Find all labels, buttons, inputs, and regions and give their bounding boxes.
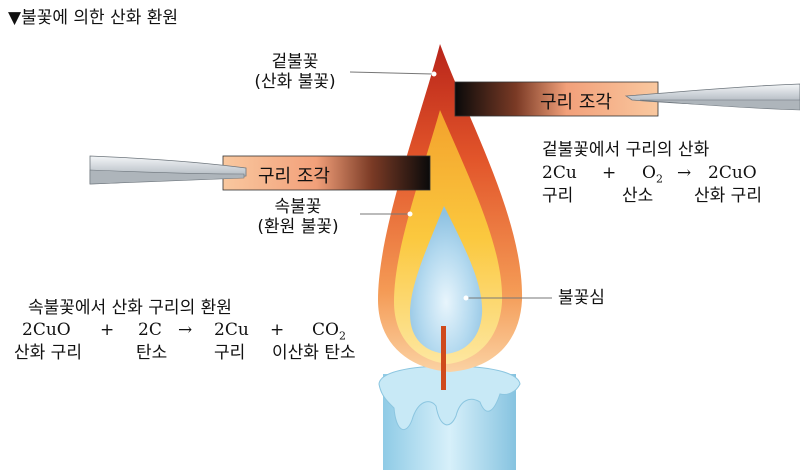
red-product-2-sub: 2: [338, 329, 346, 343]
ox-name-1: 구리: [542, 186, 574, 206]
red-name-2: 탄소: [136, 343, 168, 363]
inner-flame-type: (환원 불꽃): [257, 217, 339, 237]
red-name-4: 이산화 탄소: [272, 343, 356, 363]
oxidation-heading: 겉불꽃에서 구리의 산화: [542, 140, 710, 160]
ox-reactant-2-base: O: [642, 163, 656, 183]
copper-piece-lower-label: 구리 조각: [258, 166, 330, 187]
ox-reactant-1: 2Cu: [542, 163, 577, 183]
red-name-3: 구리: [214, 343, 246, 363]
copper-piece-upper: [454, 81, 659, 117]
red-name-1: 산화 구리: [14, 343, 82, 363]
inner-flame-label: 속불꽃 (환원 불꽃): [238, 197, 358, 237]
ox-plus: +: [602, 163, 617, 183]
outer-flame-label: 겉불꽃 (산화 불꽃): [240, 52, 350, 92]
outer-flame-name: 겉불꽃: [271, 52, 319, 72]
flame-core: [410, 206, 483, 354]
marker-outer-flame: [431, 71, 437, 77]
red-plus-2: +: [270, 320, 285, 340]
red-plus-1: +: [100, 320, 115, 340]
marker-flame-core: [463, 295, 469, 301]
inner-flame-name: 속불꽃: [274, 197, 322, 217]
marker-inner-flame: [407, 211, 413, 217]
red-arrow: →: [178, 320, 193, 340]
red-reactant-2: 2C: [138, 320, 162, 340]
reduction-heading: 속불꽃에서 산화 구리의 환원: [28, 298, 232, 318]
red-reactant-1: 2CuO: [22, 320, 71, 340]
tongs-left-jaw: [89, 169, 245, 185]
copper-piece-upper-label: 구리 조각: [540, 92, 612, 113]
ox-arrow: →: [677, 163, 692, 183]
red-product-2-base: CO: [312, 320, 339, 340]
ox-product: 2CuO: [708, 163, 757, 183]
candle-wax-drips: [378, 365, 521, 431]
leader-outer-flame: [349, 71, 433, 75]
wick: [441, 326, 446, 390]
candle: [378, 365, 521, 470]
red-product-1: 2Cu: [214, 320, 249, 340]
outer-flame-type: (산화 불꽃): [254, 72, 336, 92]
figure-title: ▼불꽃에 의한 산화 환원: [8, 8, 179, 28]
tongs-right-jaw: [639, 99, 800, 111]
flame-core-label: 불꽃심: [558, 288, 605, 308]
ox-name-2: 산소: [622, 186, 654, 206]
red-product-2: CO2: [312, 320, 346, 346]
ox-name-3: 산화 구리: [694, 186, 762, 206]
ox-reactant-2-sub: 2: [655, 172, 663, 186]
ox-reactant-2: O2: [642, 163, 663, 189]
